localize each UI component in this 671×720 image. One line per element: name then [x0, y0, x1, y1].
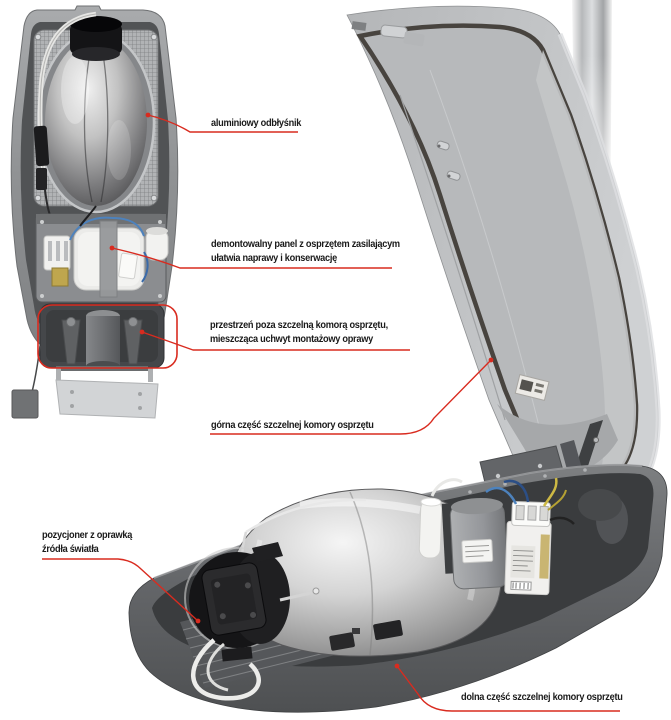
aluminium-reflector-top	[36, 30, 156, 214]
lid-latch	[351, 21, 425, 47]
junction-box	[11, 389, 39, 419]
lid-upper-compartment	[346, 5, 661, 504]
ballast-strap	[99, 220, 118, 298]
callout-line-lower-compartment	[394, 663, 620, 712]
label-lower-compartment: dolna część szczelnej komory osprzętu	[461, 691, 623, 705]
label-outside-space: przestrzeń poza szczelną komorą osprzętu…	[210, 319, 388, 347]
screw	[34, 33, 42, 41]
label-gear-panel-line2: ułatwia naprawy i konserwację	[211, 253, 337, 264]
cable-clips	[329, 620, 403, 651]
terminal-block-bottom	[511, 500, 551, 528]
fuse-component	[51, 267, 69, 287]
screw	[34, 194, 42, 202]
ignitor-box	[504, 520, 552, 596]
lid-pegs	[436, 140, 461, 181]
lamp-positioner	[184, 542, 320, 701]
label-lamp-positioner-line1: pozycjoner z oprawką	[42, 530, 133, 541]
lower-body-tray	[128, 463, 668, 713]
label-lamp-positioner: pozycjoner z oprawką źródła światła	[42, 529, 132, 557]
label-reflector: aluminiowy odbłyśnik	[211, 117, 301, 131]
top-view-photo	[10, 5, 179, 419]
label-upper-compartment-text: górna część szczelnej komory osprzętu	[211, 420, 374, 431]
ballast-choke	[441, 497, 509, 590]
label-lower-compartment-text: dolna część szczelnej komory osprzętu	[461, 692, 623, 703]
gear-panel-top	[35, 205, 169, 303]
callout-line-reflector	[145, 112, 298, 133]
label-upper-compartment: górna część szczelnej komory osprzętu	[211, 419, 374, 433]
capacitor	[418, 497, 443, 559]
label-gear-panel-line1: demontowalny panel z osprzętem zasilając…	[211, 239, 400, 250]
mounting-bracket	[11, 345, 159, 419]
lid-label-sticker	[514, 374, 550, 401]
label-reflector-text: aluminiowy odbłyśnik	[211, 118, 302, 129]
label-lamp-positioner-line2: źródła światła	[42, 544, 99, 555]
callout-line-lamp-positioner	[42, 558, 201, 624]
mounting-compartment	[39, 303, 165, 371]
supply-cable	[33, 11, 97, 227]
socket-tube	[70, 16, 122, 61]
bottom-gear	[418, 477, 575, 596]
label-gear-panel: demontowalny panel z osprzętem zasilając…	[211, 238, 400, 266]
label-outside-space-line1: przestrzeń poza szczelną komorą osprzętu…	[210, 320, 388, 331]
callout-line-outside-space	[37, 304, 410, 369]
screw	[150, 194, 158, 202]
label-outside-space-line2: mieszcząca uchwyt montażowy oprawy	[210, 334, 373, 345]
callout-line-upper-compartment	[210, 357, 494, 435]
callout-lines	[37, 112, 620, 712]
callout-line-gear-panel	[109, 245, 392, 269]
screw	[150, 33, 158, 41]
